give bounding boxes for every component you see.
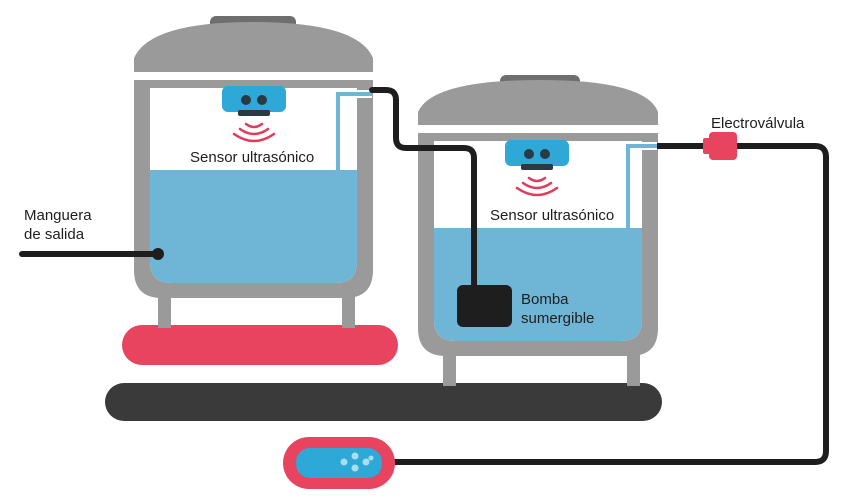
right-tank-rim [414, 125, 662, 131]
controller-icon [283, 437, 395, 489]
right-tank-lid [418, 80, 658, 125]
sensor-label-right: Sensor ultrasónico [490, 207, 615, 224]
right-tank-leg [627, 348, 640, 386]
right-tank [414, 75, 662, 386]
outlet-fitting [152, 248, 164, 260]
left-tank-lid [134, 22, 373, 72]
sensor-label-left: Sensor ultrasónico [190, 149, 315, 166]
valve-pipe [392, 143, 829, 465]
pump-pipe [369, 87, 477, 295]
pink-platform [122, 325, 398, 365]
left-tank-rim [130, 72, 377, 78]
pump-label-line1: Bomba [521, 291, 569, 308]
submersible-pump-icon [457, 285, 512, 327]
pump-label-line2: sumergible [521, 310, 595, 327]
outlet-hose-label-line2: de salida [24, 226, 85, 243]
ultrasonic-sensor-icon [505, 140, 569, 197]
solenoid-valve-icon [703, 132, 737, 160]
right-tank-leg [443, 348, 456, 386]
left-tank [130, 16, 377, 328]
left-tank-inlet-pipe-water [336, 92, 372, 170]
valve-label: Electroválvula [711, 115, 805, 132]
pump-label: Bomba sumergible [521, 290, 594, 328]
dark-platform [105, 383, 662, 421]
ultrasonic-sensor-icon [222, 86, 286, 143]
outlet-hose-label: Manguera de salida [24, 206, 92, 244]
left-tank-water [150, 170, 357, 283]
outlet-hose-label-line1: Manguera [24, 207, 92, 224]
right-tank-inlet-pipe-water [626, 144, 657, 228]
